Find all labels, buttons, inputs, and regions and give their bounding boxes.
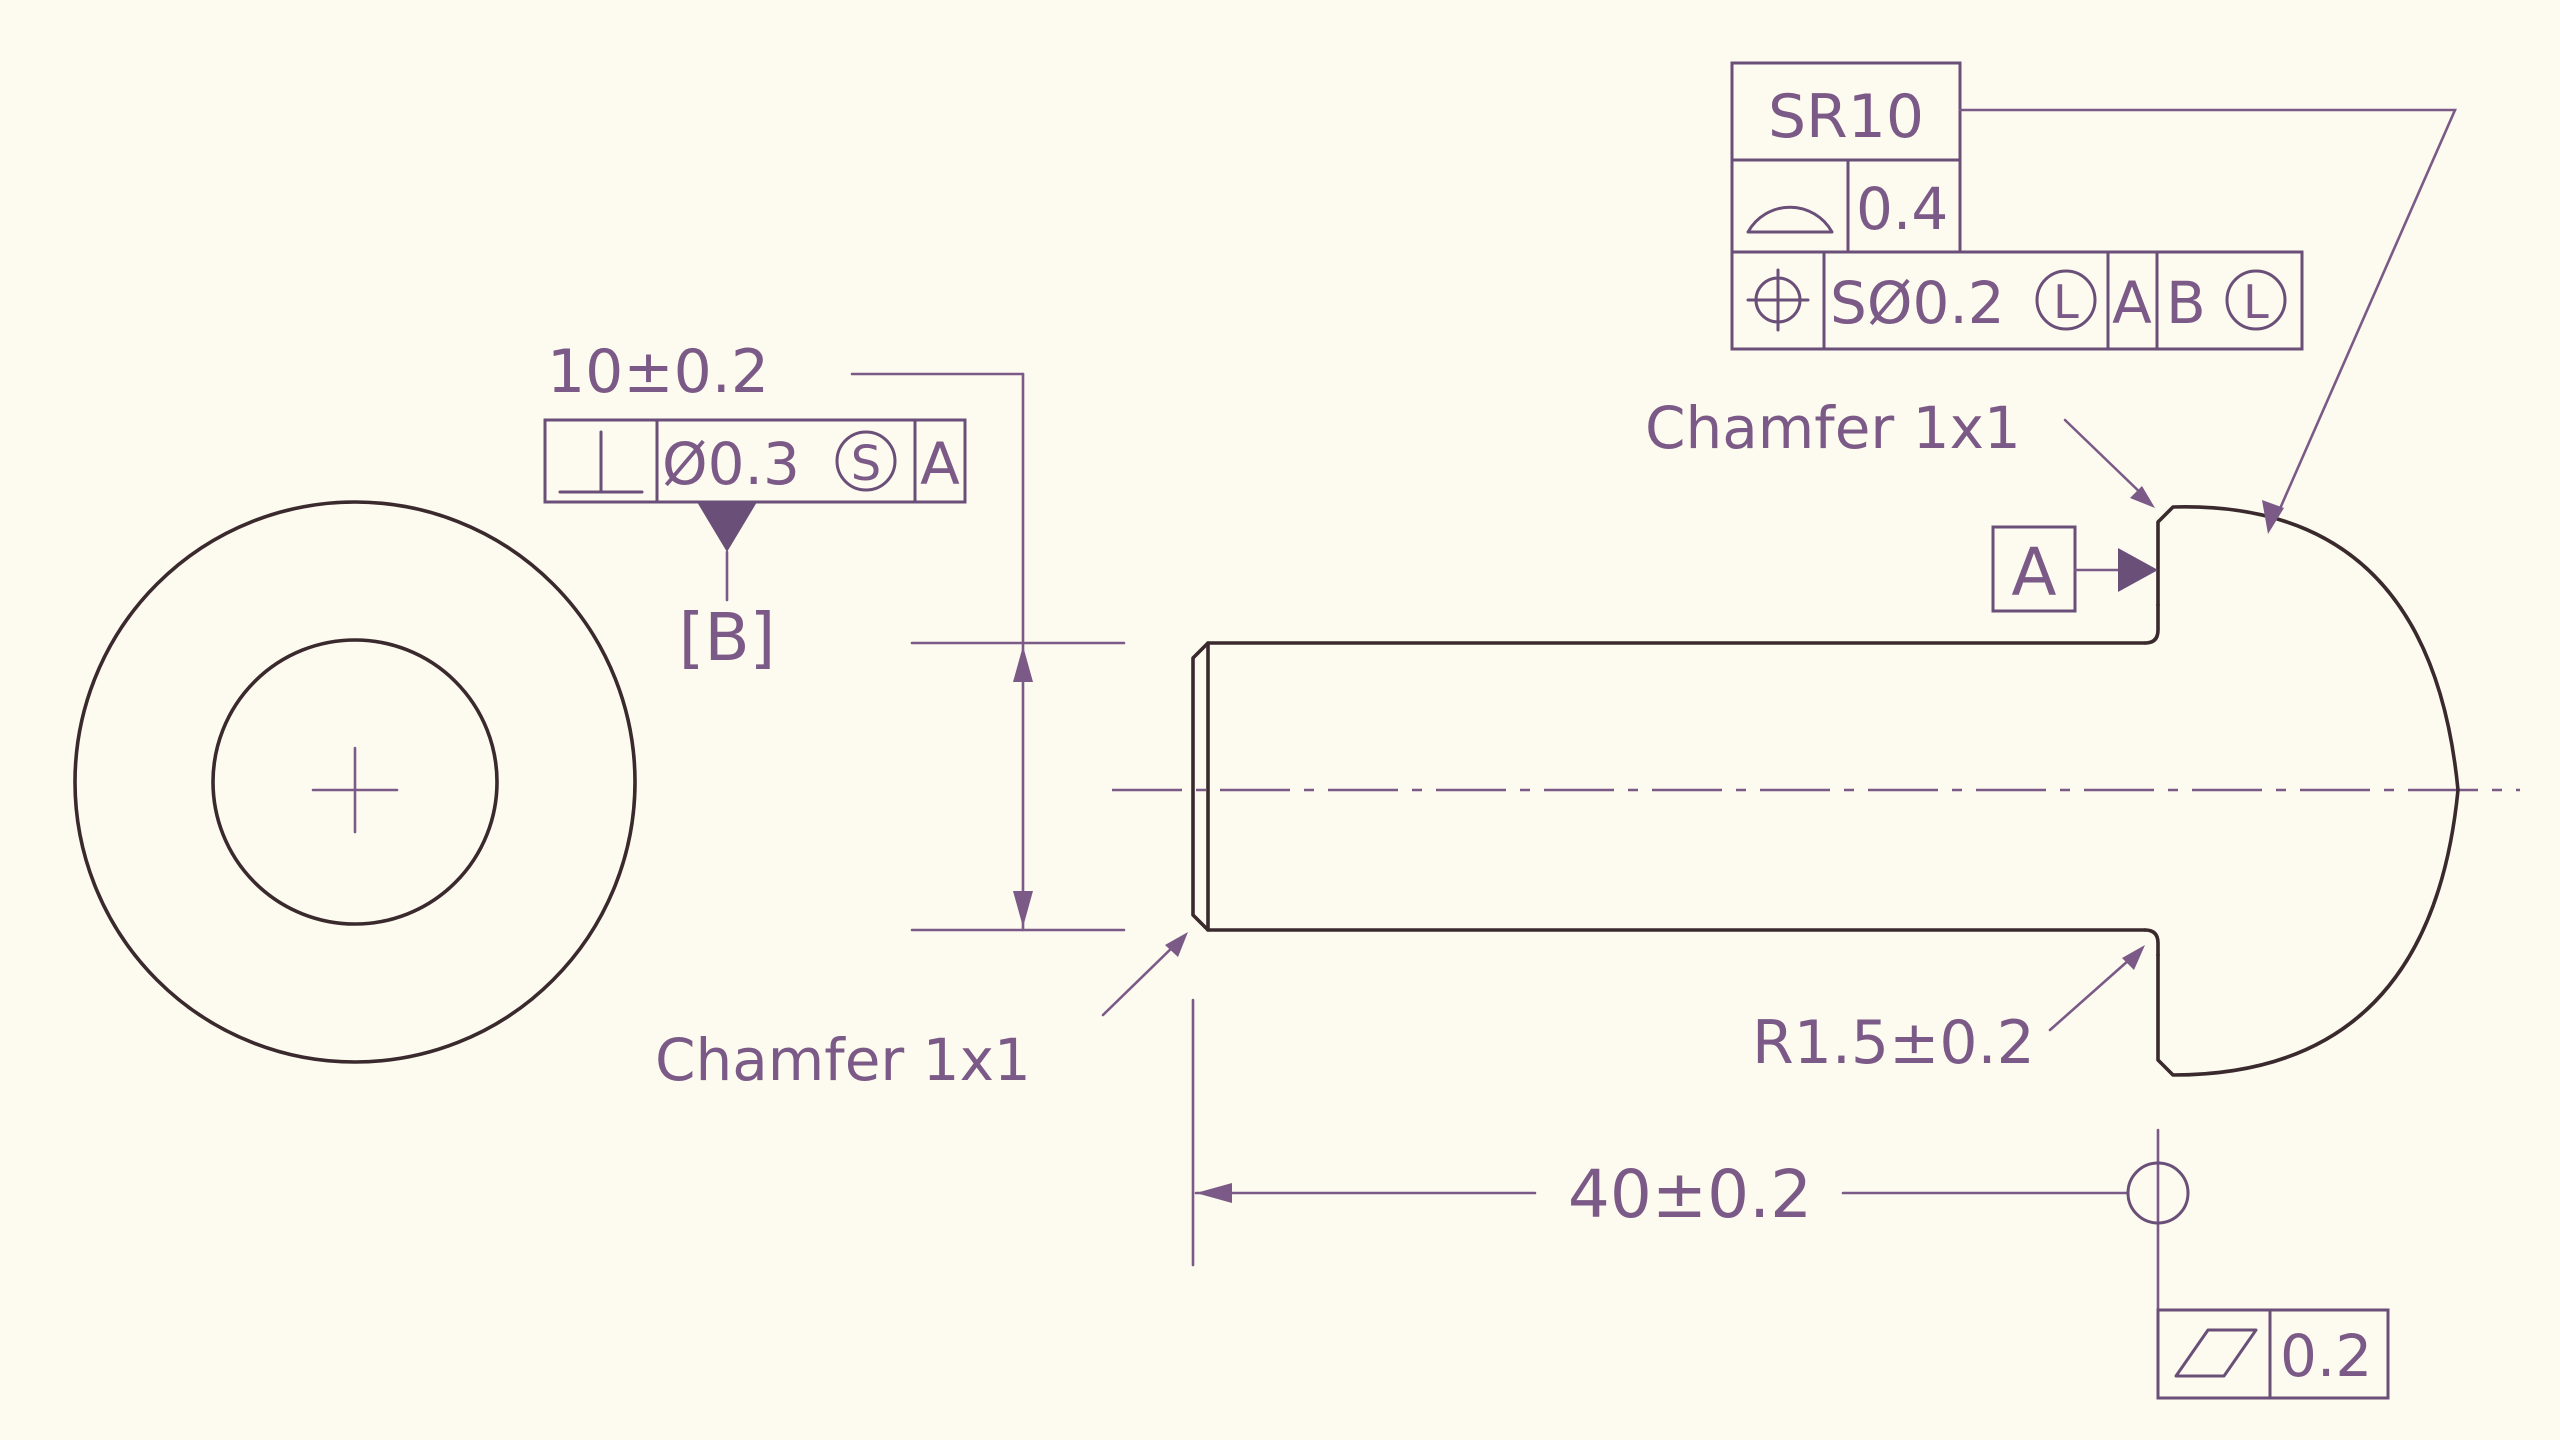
left-feature-control-frame: 10±0.2 Ø0.3 S A [B] <box>543 337 1025 676</box>
head-outer-circle <box>73 500 637 1064</box>
head-frame-leader-arrow <box>2262 500 2284 534</box>
chamfer-shank-arrow <box>1165 932 1188 957</box>
diameter-size-text: 10±0.2 <box>547 337 769 407</box>
rfs-modifier-letter: S <box>851 436 881 492</box>
arrow-down <box>1013 891 1033 927</box>
diameter-dimension <box>910 372 1126 932</box>
perpendicularity-icon <box>558 430 644 494</box>
chamfer-shank-text: Chamfer 1x1 <box>655 1026 1031 1094</box>
datum-b-triangle <box>697 502 757 552</box>
chamfer-head-text: Chamfer 1x1 <box>1645 394 2021 462</box>
datum-a-letter: A <box>2011 534 2056 611</box>
lmc-modifier-letter-2: L <box>2243 275 2269 329</box>
sphere-radius-text: SR10 <box>1768 82 1924 152</box>
flatness-value: 0.2 <box>2280 1322 2372 1390</box>
flatness-icon <box>2174 1328 2258 1378</box>
length-dimension: 40±0.2 <box>1191 998 2190 1312</box>
chamfer-head-leader <box>2063 418 2150 502</box>
profile-tolerance-value: 0.4 <box>1856 175 1948 243</box>
fillet-leader <box>2048 950 2140 1032</box>
head-feature-control-frame: SR10 0.4 SØ0.2 L A B L <box>1730 61 2457 534</box>
head-outline <box>2156 505 2460 1077</box>
length-origin-circle <box>2126 1161 2190 1225</box>
position-tolerance-value: SØ0.2 <box>1830 269 2005 337</box>
shank-inner-circle <box>211 638 499 926</box>
lmc-modifier-letter-1: L <box>2053 275 2079 329</box>
callouts: Chamfer 1x1 Chamfer 1x1 R1.5±0.2 <box>655 394 2155 1094</box>
datum-a-triangle <box>2118 548 2158 592</box>
datum-a-symbol: A <box>1991 525 2158 613</box>
datum-b-label: [B] <box>679 599 776 676</box>
end-view <box>73 500 637 1064</box>
position-datum-b: B <box>2166 269 2206 337</box>
chamfer-head-arrow <box>2130 486 2155 508</box>
flatness-border <box>2156 1308 2390 1400</box>
flatness-frame: 0.2 <box>2156 1308 2390 1400</box>
length-arrow-left <box>1196 1183 1232 1203</box>
position-datum-a: A <box>2112 269 2152 337</box>
fillet-radius-text: R1.5±0.2 <box>1752 1008 2035 1078</box>
lmc-modifier-circle-2 <box>2225 269 2287 331</box>
left-frame-datum: A <box>920 430 960 498</box>
fillet-arrow <box>2122 945 2145 970</box>
rfs-modifier-circle <box>835 430 897 492</box>
chamfer-shank-leader <box>1101 938 1182 1017</box>
profile-of-surface-icon <box>1746 205 1834 234</box>
fillet-bottom <box>2143 928 2160 957</box>
position-icon <box>1746 268 1810 332</box>
shank-outline <box>1191 641 2147 932</box>
fillet-top <box>2143 603 2160 645</box>
arrow-up <box>1013 646 1033 682</box>
head-frame-leader <box>1958 108 2457 522</box>
position-row-border <box>1730 250 2304 351</box>
lmc-modifier-circle-1 <box>2035 269 2097 331</box>
length-text: 40±0.2 <box>1568 1156 1812 1233</box>
side-view <box>1112 505 2520 1077</box>
perpendicularity-tolerance: Ø0.3 <box>662 430 800 498</box>
